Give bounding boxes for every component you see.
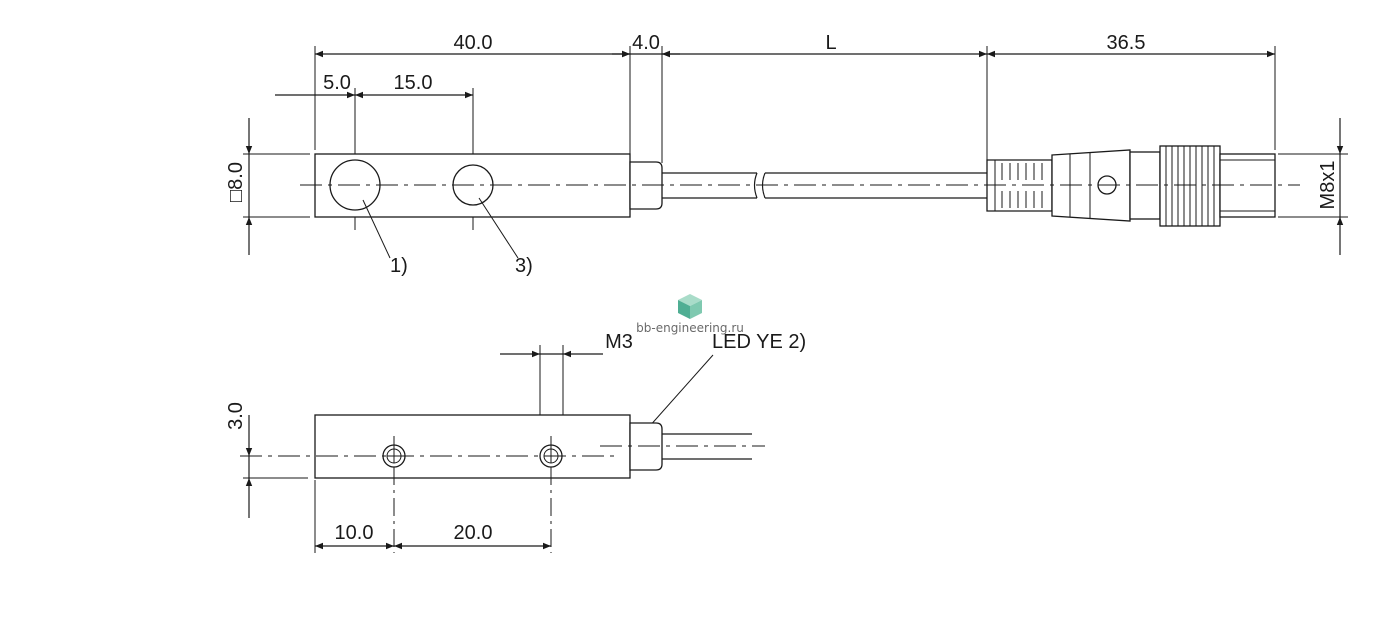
dim-thread-label: M8x1 xyxy=(1317,161,1339,210)
top-view: 40.0 4.0 L 36.5 5.0 15.0 □8.0 xyxy=(225,32,1348,277)
dim-hole-spacing-label: 20.0 xyxy=(454,522,493,544)
dim-square-label: □8.0 xyxy=(225,162,247,202)
dim-length-label: 40.0 xyxy=(454,32,493,54)
connector-coupling-nut xyxy=(1159,145,1221,227)
dim-cap-label: 4.0 xyxy=(632,32,660,54)
side-view: M3 LED YE 2) 3.0 xyxy=(225,331,806,553)
cable-break xyxy=(753,172,758,199)
sensor-body-side xyxy=(314,414,631,479)
dim-screw-label: M3 xyxy=(605,331,633,353)
dim-offset-label: 5.0 xyxy=(323,72,351,94)
dim-connector-label: 36.5 xyxy=(1107,32,1146,54)
led-label: LED YE 2) xyxy=(712,331,806,353)
watermark: bb-engineering.ru xyxy=(636,294,744,335)
callout-3-label: 3) xyxy=(515,255,533,277)
cube-logo-icon xyxy=(678,294,702,319)
dim-spacing-label: 15.0 xyxy=(394,72,433,94)
dim-cable-label: L xyxy=(825,32,836,54)
dim-height-label: 3.0 xyxy=(225,402,247,430)
callout-leader-1 xyxy=(362,199,391,259)
dim-hole-offset-label: 10.0 xyxy=(335,522,374,544)
callout-1-label: 1) xyxy=(390,255,408,277)
callout-leader-3 xyxy=(478,197,519,259)
watermark-text: bb-engineering.ru xyxy=(636,321,744,335)
